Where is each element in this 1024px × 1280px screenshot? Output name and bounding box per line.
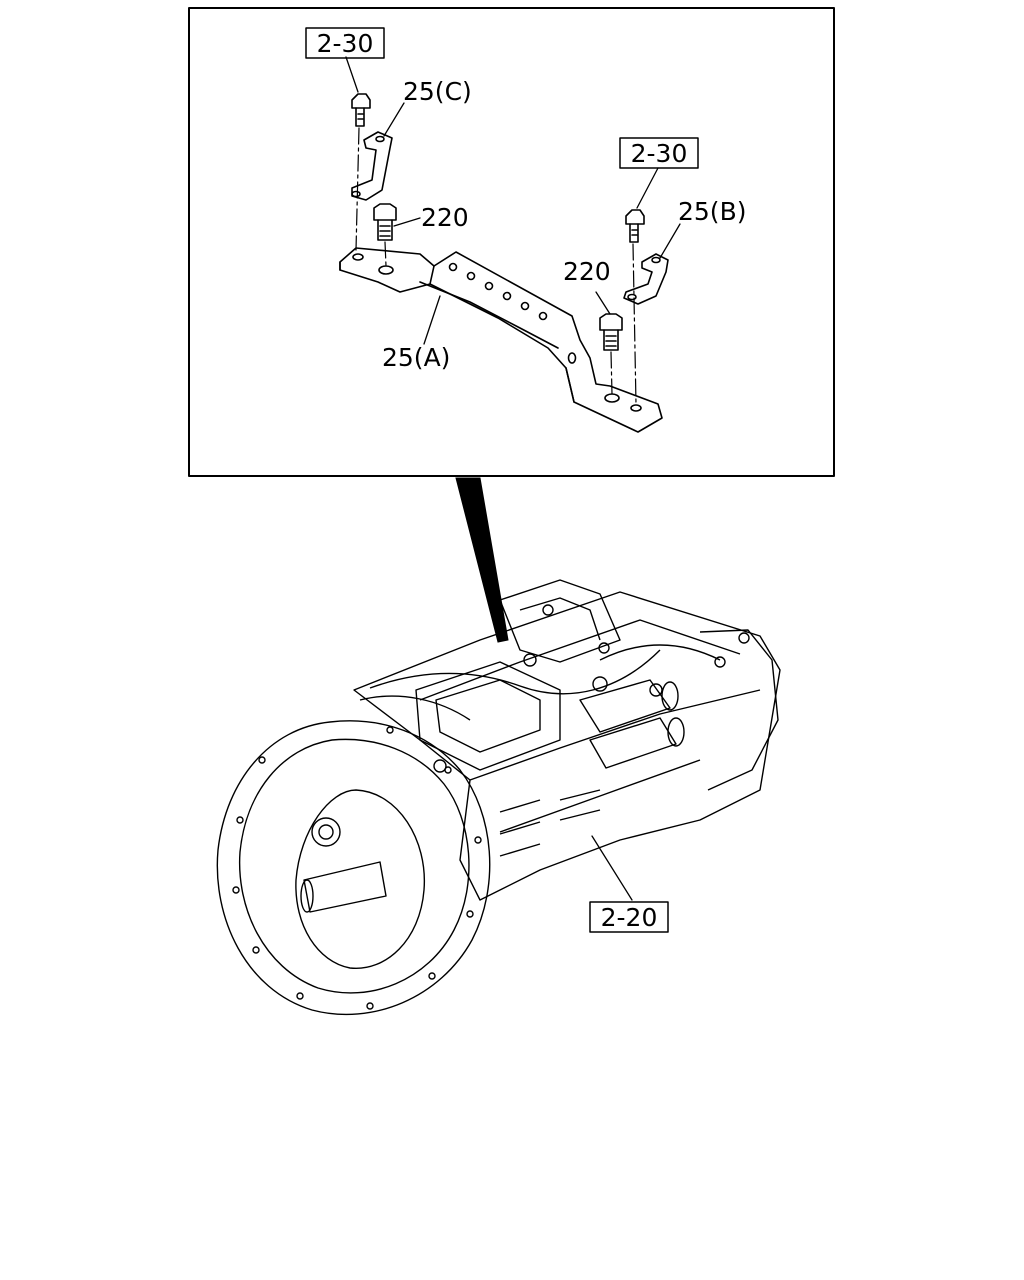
detail-inset-frame [188,7,835,477]
label-bracket-c: 25(C) [403,77,472,106]
flange-bolt-left [351,93,371,127]
pointer-wedge [455,477,509,643]
ref-label-transmission: 2-20 [601,903,658,932]
label-bracket-a: 25(A) [382,343,450,372]
ref-box-top-right [619,137,699,169]
leader-lines [345,56,681,901]
label-bracket-b: 25(B) [678,197,746,226]
ref-label-top-left: 2-30 [317,29,374,58]
bracket-c [351,131,393,201]
bracket-b [623,253,669,305]
label-bolt-right: 220 [563,257,611,286]
hex-bolt-left [373,203,397,241]
label-bolt-left: 220 [421,203,469,232]
ref-box-transmission [589,901,669,933]
flange-bolt-right [625,209,645,243]
ref-label-top-right: 2-30 [631,139,688,168]
assembly-axes [355,127,637,405]
ref-box-top-left [305,27,385,59]
hex-bolt-right [599,313,623,351]
transmission-assembly [216,579,781,1016]
crossmember-bracket [339,247,663,433]
